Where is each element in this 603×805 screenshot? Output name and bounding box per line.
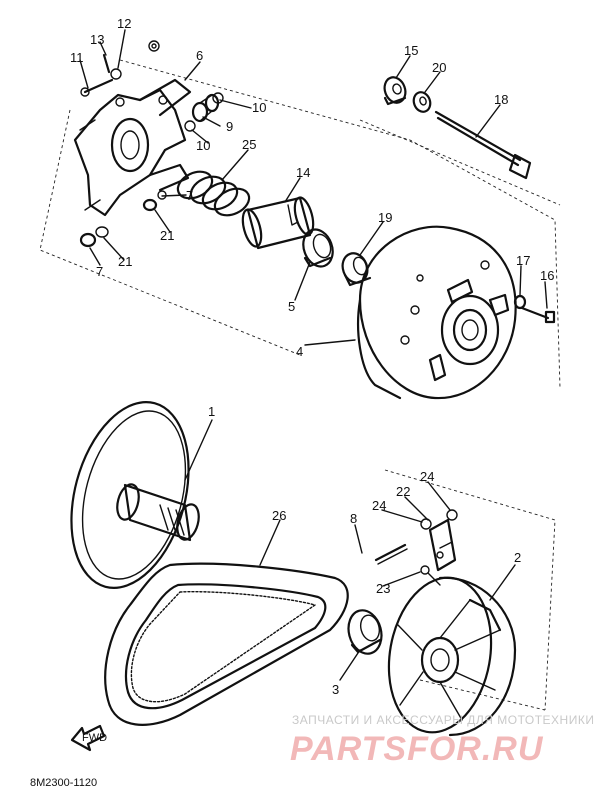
- callout-21b: 21: [118, 254, 132, 269]
- callout-1: 1: [208, 404, 215, 419]
- part-roller-9: [191, 93, 220, 123]
- part-long-bolt-18: [434, 110, 532, 180]
- watermark-brand: PARTSFOR.RU: [290, 730, 544, 768]
- fwd-label: FWD: [82, 732, 107, 744]
- callout-10a: 10: [252, 100, 266, 115]
- part-sleeve-14: [241, 196, 315, 250]
- part-bushing-3: [347, 609, 383, 655]
- callout-7b: 7: [186, 188, 193, 203]
- part-fixed-sheave-1: [70, 401, 200, 589]
- part-washer-20: [412, 91, 432, 113]
- part-bracket-22: [428, 518, 457, 572]
- part-pin-13: [102, 53, 111, 74]
- part-washer-17: [513, 294, 527, 310]
- watermark: ЗАПЧАСТИ И АКСЕССУАРЫ ДЛЯ МОТОТЕХНИКИ PA…: [290, 713, 594, 768]
- callout-2: 2: [514, 550, 521, 565]
- callout-16: 16: [540, 268, 554, 283]
- callout-20: 20: [432, 60, 446, 75]
- callout-17: 17: [516, 253, 530, 268]
- part-washer-12: [110, 40, 160, 80]
- callout-23: 23: [376, 581, 390, 596]
- callout-11: 11: [70, 50, 84, 65]
- callout-15: 15: [404, 43, 418, 58]
- callout-7a: 7: [96, 264, 103, 279]
- part-drive-belt-26: [104, 562, 349, 726]
- part-pin-8: [374, 543, 408, 565]
- assembly-outline-secondary: [384, 469, 556, 711]
- leader-lines: [79, 29, 548, 681]
- callout-14: 14: [296, 165, 310, 180]
- part-movable-sheave-4: [357, 225, 517, 400]
- callout-5: 5: [288, 299, 295, 314]
- part-screw-23: [420, 565, 441, 586]
- fwd-arrow-icon: FWD: [70, 724, 107, 752]
- callout-3: 3: [332, 682, 339, 697]
- callout-19: 19: [378, 210, 392, 225]
- part-spring-25: [176, 170, 251, 217]
- callout-24b: 24: [420, 469, 434, 484]
- callout-24a: 24: [372, 498, 386, 513]
- part-bolt-16: [520, 306, 556, 324]
- drawing-code: 8M2300-1120: [30, 777, 97, 789]
- callout-9: 9: [226, 119, 233, 134]
- part-bushing-5: [302, 228, 334, 268]
- part-washer-15: [383, 76, 407, 106]
- callout-12: 12: [117, 16, 131, 31]
- assembly-outline-primary-sheave: [39, 59, 561, 389]
- callout-22: 22: [396, 484, 410, 499]
- part-weight-7-21: [79, 190, 167, 248]
- callout-25: 25: [242, 137, 256, 152]
- callout-18: 18: [494, 92, 508, 107]
- callout-4: 4: [296, 344, 303, 359]
- part-secondary-sheave-2: [387, 576, 517, 737]
- part-washer-24: [420, 509, 458, 530]
- part-spider-cam: [73, 78, 192, 217]
- callout-labels: 1 2 3 4 5 6 7 7 8 9 10 10 11 12 13 14 15…: [70, 16, 554, 697]
- callout-6: 6: [196, 48, 203, 63]
- callout-26: 26: [272, 508, 286, 523]
- callout-21a: 21: [160, 228, 174, 243]
- part-cap-10: [184, 92, 224, 132]
- part-bolt-11: [80, 78, 114, 97]
- callout-10b: 10: [196, 138, 210, 153]
- callout-8: 8: [350, 511, 357, 526]
- watermark-tagline: ЗАПЧАСТИ И АКСЕССУАРЫ ДЛЯ МОТОТЕХНИКИ: [292, 713, 594, 727]
- callout-13: 13: [90, 32, 104, 47]
